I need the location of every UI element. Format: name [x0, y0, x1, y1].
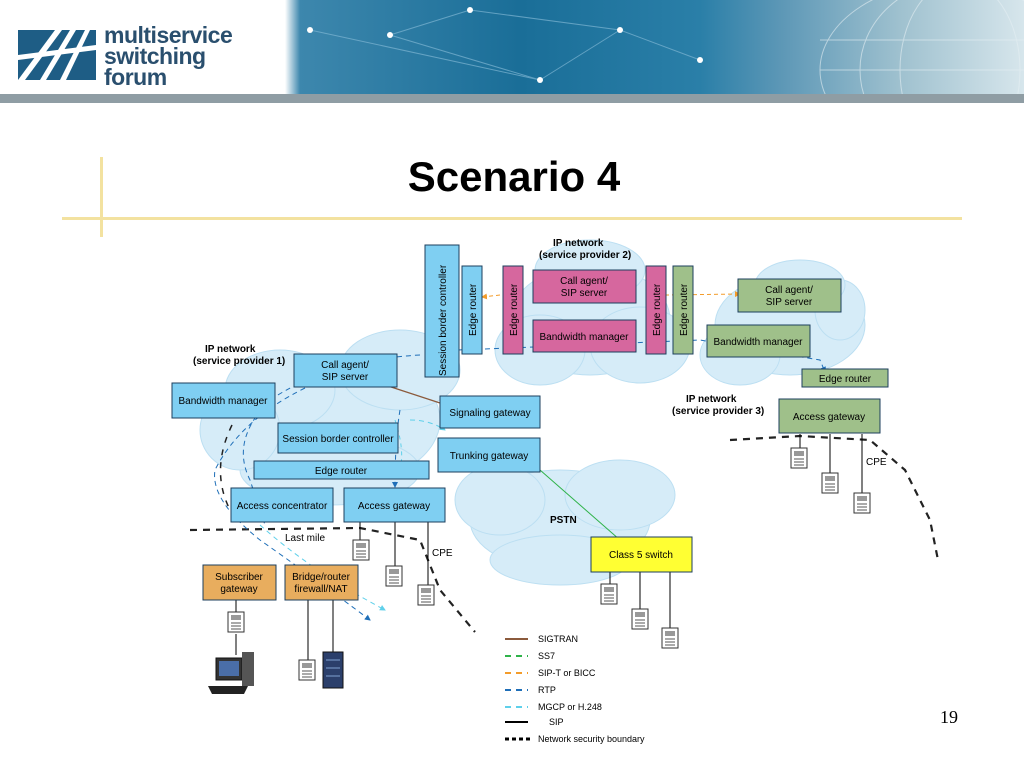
sp1-bandwidth-manager-box: Bandwidth manager: [171, 382, 276, 419]
logo-line-2: switching: [104, 43, 206, 69]
legend: SIGTRAN SS7 SIP-T or BICC RTP MGCP or H.…: [505, 634, 645, 744]
edge-router-vertical-sp2-left: Edge router: [502, 265, 524, 355]
legend-label-sigtran: SIGTRAN: [538, 634, 578, 644]
header-graphic: [18, 0, 1024, 103]
svg-text:Call agent/: Call agent/: [765, 285, 813, 296]
svg-text:Class 5 switch: Class 5 switch: [609, 550, 673, 561]
legend-label-mgcp: MGCP or H.248: [538, 702, 602, 712]
edge-router-vertical-sp2-right: Edge router: [645, 265, 667, 355]
phone-icon: [298, 659, 316, 681]
sp2-network-label-1: IP network: [553, 238, 604, 249]
svg-text:gateway: gateway: [220, 584, 257, 595]
slide-title: Scenario 4: [407, 153, 621, 200]
phone-icon: [631, 608, 649, 630]
sp1-edge-router-box: Edge router: [253, 460, 430, 480]
last-mile-label: Last mile: [285, 533, 325, 544]
sbc-vertical-label: Session border controller: [438, 264, 449, 376]
sp1-network-label-1: IP network: [205, 344, 256, 355]
phone-icon: [417, 584, 435, 606]
legend-label-boundary: Network security boundary: [538, 734, 645, 744]
svg-text:Bandwidth manager: Bandwidth manager: [179, 396, 269, 407]
sp3-edge-router-box: Edge router: [801, 368, 889, 388]
sp1-network-label-2: (service provider 1): [193, 356, 285, 367]
phone-icon: [385, 565, 403, 587]
legend-label-ss7: SS7: [538, 651, 555, 661]
sp3-access-gateway-box: Access gateway: [778, 398, 881, 434]
subscriber-gateway-box: Subscriber gateway: [202, 564, 277, 601]
sbc-vertical-box: Session border controller: [424, 244, 460, 378]
logo-line-1: multiservice: [104, 22, 233, 48]
sp3-network-label-2: (service provider 3): [672, 406, 764, 417]
page-number: 19: [940, 707, 958, 727]
svg-text:Access concentrator: Access concentrator: [237, 501, 328, 512]
cpe-label-left: CPE: [432, 548, 453, 559]
logo-wordmark: multiservice switching forum: [104, 22, 233, 90]
sp2-network-label-2: (service provider 2): [539, 250, 631, 261]
edge-router-vertical-left: Edge router: [461, 265, 483, 355]
sp2-bandwidth-manager-box: Bandwidth manager: [532, 319, 637, 353]
header-divider-bar: [0, 94, 1024, 103]
svg-text:Session border controller: Session border controller: [282, 434, 394, 445]
signaling-gateway-box: Signaling gateway: [439, 395, 541, 429]
svg-text:Trunking gateway: Trunking gateway: [450, 451, 529, 462]
edge-router-vertical-sp3: Edge router: [672, 265, 694, 355]
svg-text:SIP server: SIP server: [561, 288, 608, 299]
sp1-call-agent-box: Call agent/ SIP server: [293, 353, 398, 388]
phone-icon: [661, 627, 679, 649]
svg-text:Call agent/: Call agent/: [321, 360, 369, 371]
header-banner: multiservice switching forum: [0, 0, 1024, 103]
phone-icon: [821, 472, 839, 494]
legend-label-sipt: SIP-T or BICC: [538, 668, 596, 678]
phone-icon: [352, 539, 370, 561]
trunking-gateway-box: Trunking gateway: [437, 437, 541, 473]
sp3-call-agent-box: Call agent/ SIP server: [737, 278, 842, 313]
sp2-call-agent-box: Call agent/ SIP server: [532, 269, 637, 304]
svg-text:Edge router: Edge router: [652, 283, 663, 336]
server-icon: [322, 651, 344, 689]
svg-text:SIP server: SIP server: [766, 297, 813, 308]
svg-text:Bandwidth manager: Bandwidth manager: [540, 332, 630, 343]
bridge-router-box: Bridge/router firewall/NAT: [284, 564, 359, 601]
svg-text:Access gateway: Access gateway: [358, 501, 430, 512]
legend-label-rtp: RTP: [538, 685, 556, 695]
title-accent-horizontal: [62, 217, 962, 220]
svg-text:Subscriber: Subscriber: [215, 572, 263, 583]
svg-text:Edge router: Edge router: [819, 374, 872, 385]
phone-icon: [227, 611, 245, 633]
title-accent-vertical: [100, 157, 103, 237]
phone-icon: [600, 583, 618, 605]
svg-text:Edge router: Edge router: [468, 283, 479, 336]
sp3-bandwidth-manager-box: Bandwidth manager: [706, 324, 811, 358]
access-concentrator-box: Access concentrator: [230, 487, 334, 523]
svg-text:Edge router: Edge router: [315, 466, 368, 477]
legend-label-sip: SIP: [549, 717, 564, 727]
security-boundary-lines: [189, 434, 940, 633]
class5-switch-box: Class 5 switch: [590, 536, 693, 573]
cpe-label-right: CPE: [866, 457, 887, 468]
sip-lines: [235, 434, 863, 660]
svg-text:Bandwidth manager: Bandwidth manager: [714, 337, 804, 348]
sp3-network-label-1: IP network: [686, 394, 737, 405]
logo-icon: [18, 30, 96, 80]
svg-text:firewall/NAT: firewall/NAT: [294, 584, 347, 595]
svg-text:SIP server: SIP server: [322, 372, 369, 383]
sp1-sbc-box: Session border controller: [277, 422, 399, 454]
computer-icon: [208, 652, 254, 694]
svg-text:Edge router: Edge router: [679, 283, 690, 336]
svg-text:Call agent/: Call agent/: [560, 276, 608, 287]
sp1-access-gateway-box: Access gateway: [343, 487, 446, 523]
svg-text:Bridge/router: Bridge/router: [292, 572, 350, 583]
svg-text:Access gateway: Access gateway: [793, 412, 865, 423]
cloud-pstn: [454, 459, 676, 586]
phone-icon: [853, 492, 871, 514]
pstn-label: PSTN: [550, 515, 577, 526]
svg-text:Edge router: Edge router: [509, 283, 520, 336]
phone-icon: [790, 447, 808, 469]
svg-text:Signaling gateway: Signaling gateway: [449, 408, 530, 419]
logo-line-3: forum: [104, 64, 167, 90]
